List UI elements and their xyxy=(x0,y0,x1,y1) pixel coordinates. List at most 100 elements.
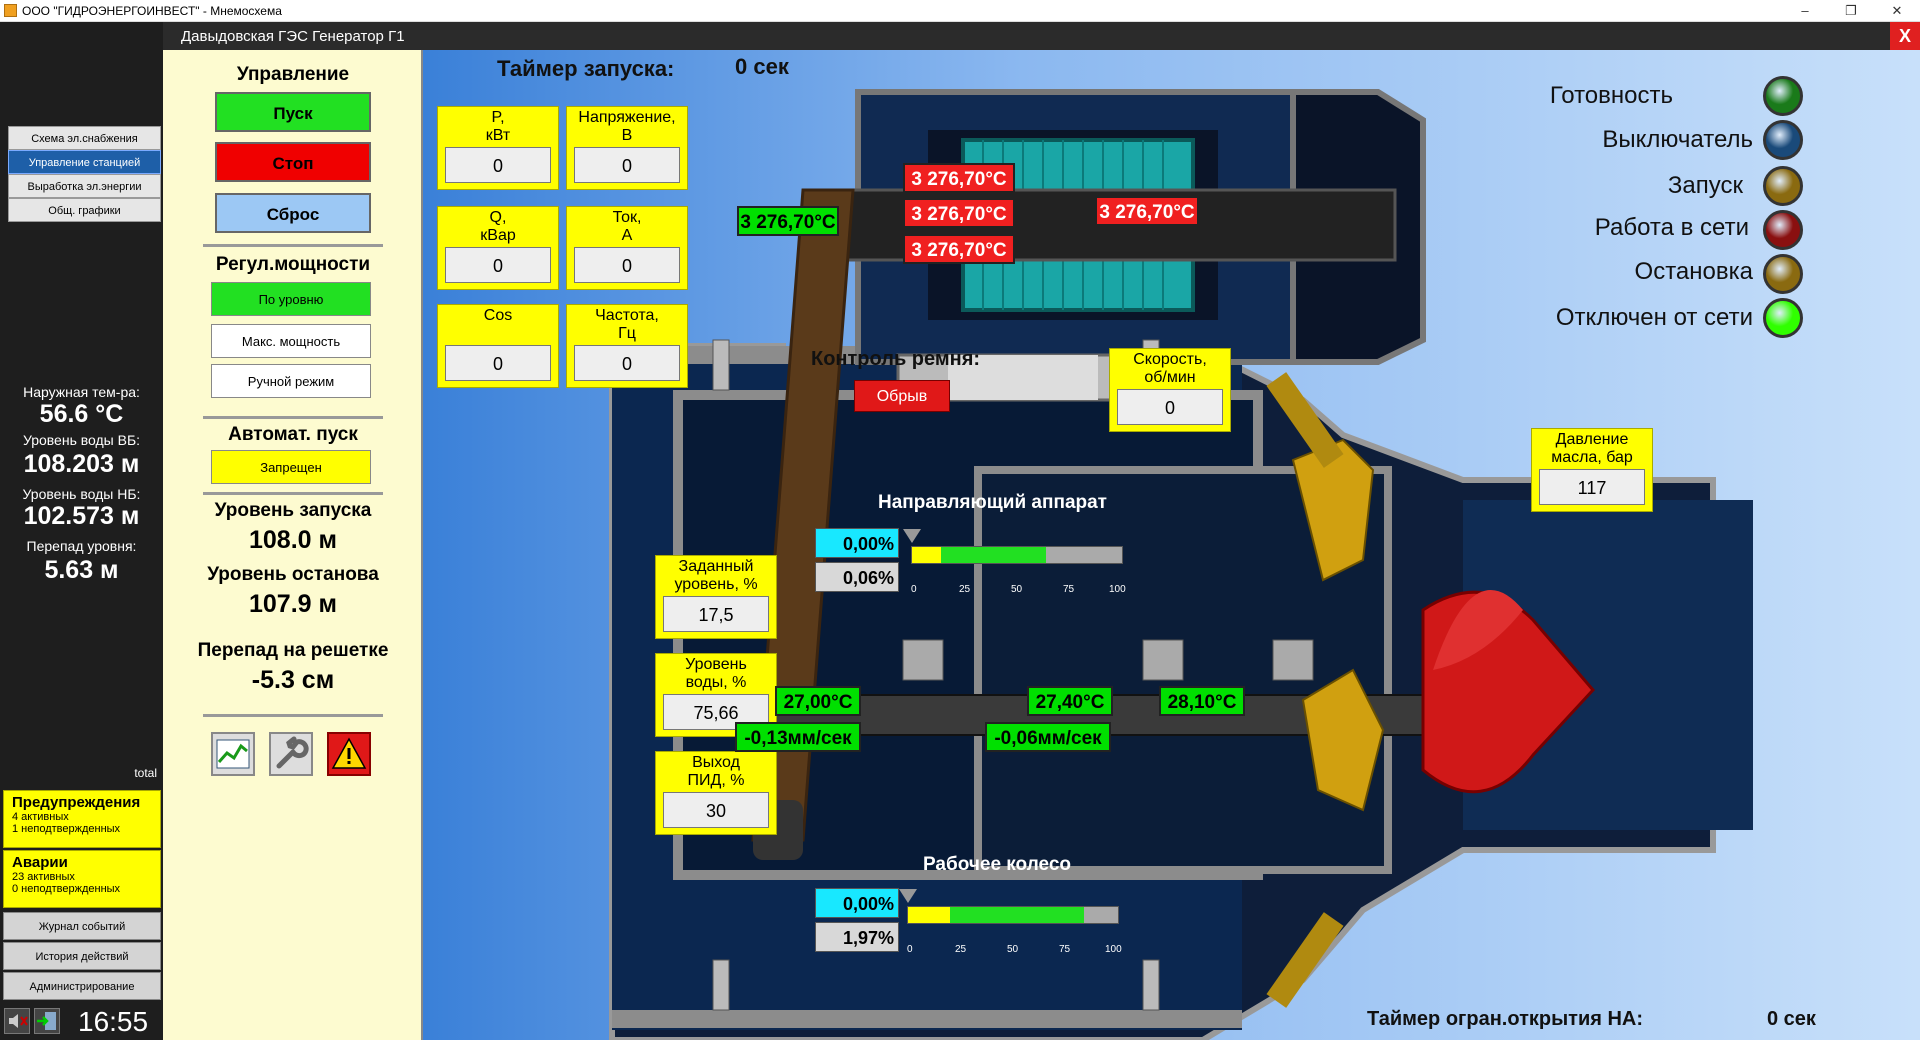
runner-position-bar xyxy=(899,889,1119,924)
runner-bar-green xyxy=(950,907,1085,923)
warnings-unack: 1 неподтвержденных xyxy=(12,823,121,835)
status-start-label: Запуск xyxy=(1667,172,1743,199)
alarms-panel[interactable]: Аварии 23 активных 0 неподтвержденных xyxy=(3,850,161,908)
belt-status-badge: Обрыв xyxy=(854,380,950,412)
clock: 16:55 xyxy=(78,1006,149,1037)
divider xyxy=(203,492,383,495)
control-title: Управление xyxy=(236,64,350,85)
administration-button[interactable]: Администрирование xyxy=(3,972,161,1000)
control-panel: Управление Пуск Стоп Сброс Регул.мощност… xyxy=(163,50,423,1040)
divider xyxy=(203,416,383,419)
event-journal-button[interactable]: Журнал событий xyxy=(3,912,161,940)
tick-100: 100 xyxy=(1105,944,1122,955)
active-power-label: P, кВт xyxy=(485,109,511,144)
stop-level-value: 107.9 м xyxy=(248,590,337,618)
shaft-bearing-temp-3: 28,10°C xyxy=(1159,686,1245,716)
guide-apparatus-title: Направляющий аппарат xyxy=(878,492,1107,513)
set-level-label: Заданный уровень, % xyxy=(674,558,758,593)
screen-close-button[interactable]: X xyxy=(1890,22,1920,50)
shaft-bearing-temp-1: 27,00°C xyxy=(775,686,861,716)
settings-wrench-icon[interactable] xyxy=(269,732,313,776)
active-power-value: 0 xyxy=(445,147,551,183)
cos-box: Cos 0 xyxy=(437,304,559,388)
upstream-level-value: 108.203 м xyxy=(23,450,140,478)
warnings-panel[interactable]: Предупреждения 4 активных 1 неподтвержде… xyxy=(3,790,161,848)
action-history-button[interactable]: История действий xyxy=(3,942,161,970)
mute-icon[interactable] xyxy=(4,1008,30,1034)
reset-button[interactable]: Сброс xyxy=(215,193,371,233)
minimize-button[interactable]: – xyxy=(1801,3,1809,18)
auto-start-title: Автомат. пуск xyxy=(228,424,358,445)
status-off-grid-lamp xyxy=(1763,298,1803,338)
trend-chart-icon[interactable] xyxy=(211,732,255,776)
vibration-1: -0,13мм/сек xyxy=(735,722,861,752)
divider xyxy=(203,244,383,247)
level-diff-label: Перепад уровня: xyxy=(26,538,137,554)
shaft-bearing-temp-2: 27,40°C xyxy=(1027,686,1113,716)
alarms-title: Аварии xyxy=(12,854,68,871)
status-ready-label: Готовность xyxy=(1549,82,1673,109)
window-close-button[interactable]: ✕ xyxy=(1891,3,1903,18)
status-stop-label: Остановка xyxy=(1634,258,1753,285)
start-level-value: 108.0 м xyxy=(248,526,337,554)
guide-position-bar xyxy=(903,529,1123,564)
stop-button[interactable]: Стоп xyxy=(215,142,371,182)
left-panel: Схема эл.снабжения Управление станцией В… xyxy=(0,22,163,1040)
outdoor-temp-label: Наружная тем-ра: xyxy=(23,384,140,400)
active-power-box: P, кВт 0 xyxy=(437,106,559,190)
guide-bar-yellow xyxy=(912,547,942,563)
reactive-power-box: Q, кВар 0 xyxy=(437,206,559,290)
guide-setpoint-marker xyxy=(903,529,921,543)
pid-output-label: Выход ПИД, % xyxy=(687,754,745,789)
turbine-diagram xyxy=(609,89,1753,1040)
limit-timer-label: Таймер огран.открытия НА: xyxy=(1367,1008,1644,1030)
power-control-title: Регул.мощности xyxy=(215,254,371,275)
divider xyxy=(203,714,383,717)
set-level-value: 17,5 xyxy=(663,596,769,632)
grid-diff-value: -5.3 см xyxy=(251,666,335,694)
status-off-grid-label: Отключен от сети xyxy=(1555,304,1753,331)
runner-setpoint: 0,00% xyxy=(815,888,899,918)
cos-value: 0 xyxy=(445,345,551,381)
voltage-label: Напряжение, В xyxy=(578,109,676,144)
tick-50: 50 xyxy=(1007,944,1019,955)
start-level-label: Уровень запуска xyxy=(214,500,372,521)
tick-25: 25 xyxy=(955,944,967,955)
mode-manual-button[interactable]: Ручной режим xyxy=(211,364,371,398)
warnings-title: Предупреждения xyxy=(12,794,141,811)
nav-power-supply[interactable]: Схема эл.снабжения xyxy=(8,126,161,150)
belt-control-label: Контроль ремня: xyxy=(811,348,981,370)
start-timer-label: Таймер запуска: xyxy=(497,56,675,81)
app-icon xyxy=(4,4,17,17)
runner-actual: 1,97% xyxy=(815,922,899,952)
start-button[interactable]: Пуск xyxy=(215,92,371,132)
guide-scale-ticks: 0 25 50 75 100 xyxy=(911,568,1126,596)
grid-diff-label: Перепад на решетке xyxy=(197,640,389,661)
tick-25: 25 xyxy=(959,584,971,595)
window-title: ООО "ГИДРОЭНЕРГОИНВЕСТ" - Мнемосхема xyxy=(22,4,282,18)
mode-max-power-button[interactable]: Макс. мощность xyxy=(211,324,371,358)
tick-75: 75 xyxy=(1063,584,1075,595)
frequency-label: Частота, Гц xyxy=(595,307,659,342)
window-titlebar: ООО "ГИДРОЭНЕРГОИНВЕСТ" - Мнемосхема – ❐… xyxy=(0,0,1920,22)
logout-icon[interactable] xyxy=(34,1008,60,1034)
limit-timer-value: 0 сек xyxy=(1767,1008,1816,1030)
status-breaker-label: Выключатель xyxy=(1602,126,1753,153)
runner-bar-yellow xyxy=(908,907,950,923)
nav-energy-output[interactable]: Выработка эл.энергии xyxy=(8,174,161,198)
nav-station-control[interactable]: Управление станцией xyxy=(8,150,161,174)
pid-output-box: Выход ПИД, % 30 xyxy=(655,751,777,835)
level-diff-value: 5.63 м xyxy=(44,556,119,584)
screen-header: Давыдовская ГЭС Генератор Г1 X xyxy=(163,22,1920,50)
guide-bar-green xyxy=(941,547,1047,563)
tick-0: 0 xyxy=(911,584,917,595)
set-level-box: Заданный уровень, % 17,5 xyxy=(655,555,777,639)
status-stop-lamp xyxy=(1763,254,1803,294)
nav-graphs[interactable]: Общ. графики xyxy=(8,198,161,222)
restore-button[interactable]: ❐ xyxy=(1845,3,1857,18)
mode-by-level-button[interactable]: По уровню xyxy=(211,282,371,316)
speed-value: 0 xyxy=(1117,389,1223,425)
auto-start-state-button[interactable]: Запрещен xyxy=(211,450,371,484)
warning-icon[interactable] xyxy=(327,732,371,776)
voltage-value: 0 xyxy=(574,147,680,183)
